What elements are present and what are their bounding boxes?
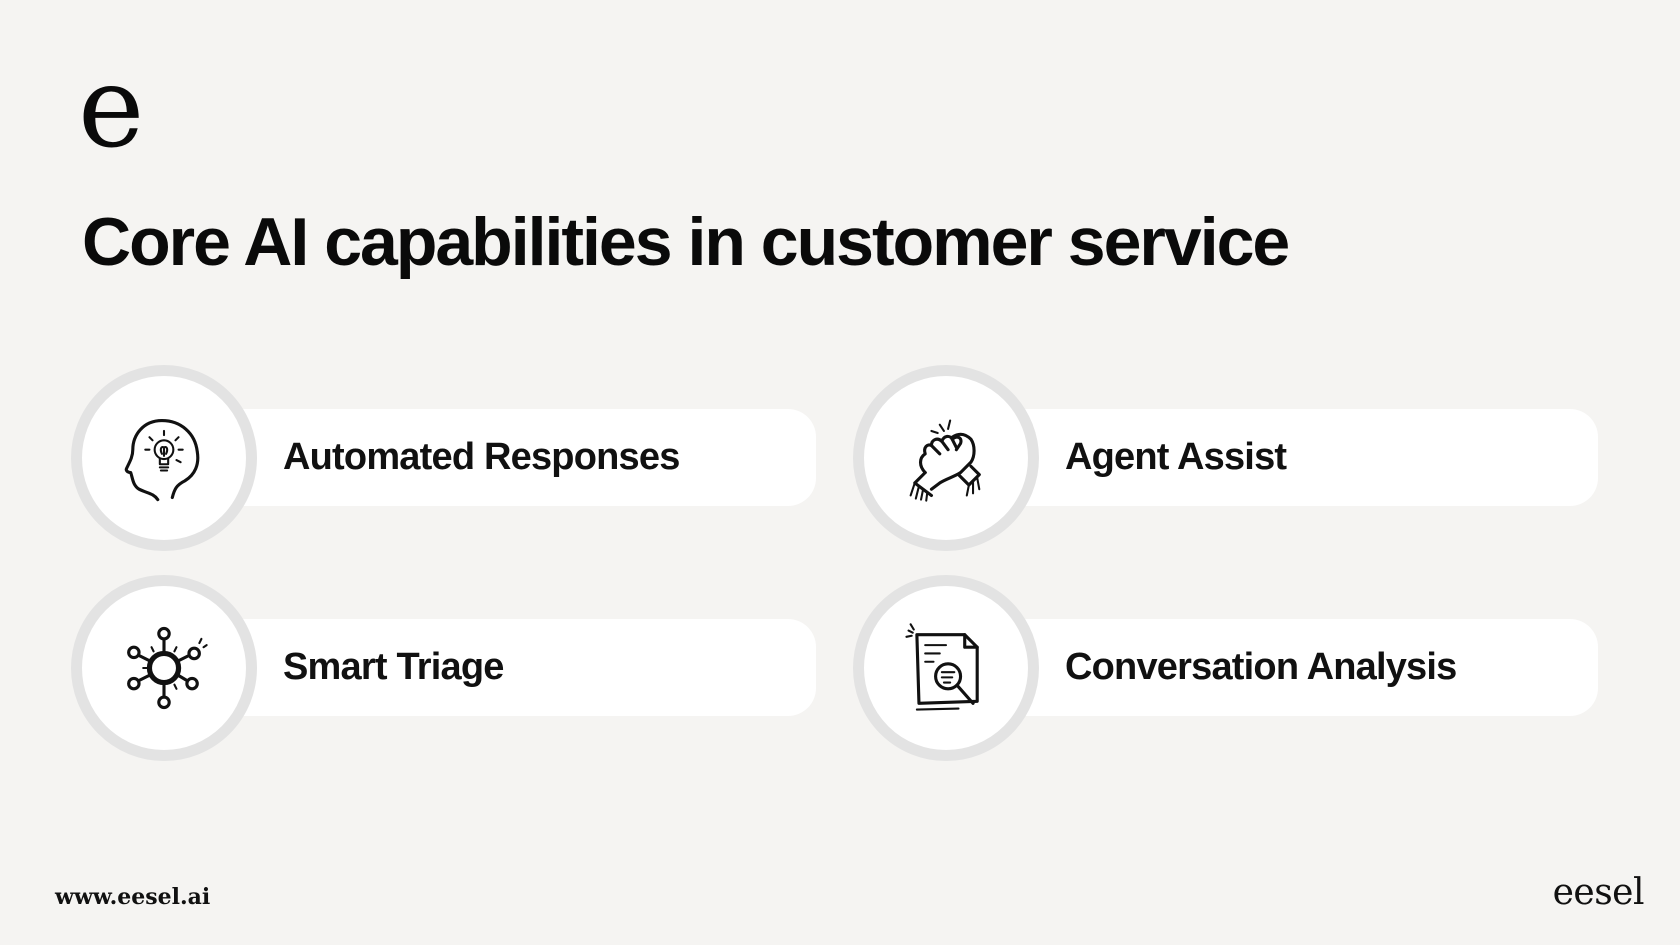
capability-pill (161, 409, 816, 506)
capability-pill (161, 619, 816, 716)
capability-label: Smart Triage (283, 646, 504, 688)
footer-wordmark: eesel (1552, 872, 1645, 913)
icon-circle (71, 575, 257, 761)
icon-circle (853, 365, 1039, 551)
icon-circle (853, 575, 1039, 761)
icon-circle (71, 365, 257, 551)
capability-card-automated-responses: Automated Responses (71, 365, 816, 551)
network-hub-icon (127, 626, 208, 710)
footer-website-link[interactable]: www.eesel.ai (55, 884, 211, 910)
capability-pill (943, 619, 1598, 716)
document-magnifier-icon (905, 623, 979, 711)
capability-card-smart-triage: Smart Triage (71, 575, 816, 761)
capability-card-conversation-analysis: Conversation Analysis (853, 575, 1598, 761)
handshake-icon (909, 419, 981, 502)
page-title: Core AI capabilities in customer service (82, 204, 1290, 280)
eesel-logo-mark: e (78, 43, 145, 173)
capability-label: Conversation Analysis (1065, 646, 1457, 688)
capability-label: Agent Assist (1065, 436, 1287, 478)
capability-label: Automated Responses (283, 436, 680, 478)
capability-card-agent-assist: Agent Assist (853, 365, 1598, 551)
head-lightbulb-icon (124, 419, 200, 502)
capability-pill (943, 409, 1598, 506)
